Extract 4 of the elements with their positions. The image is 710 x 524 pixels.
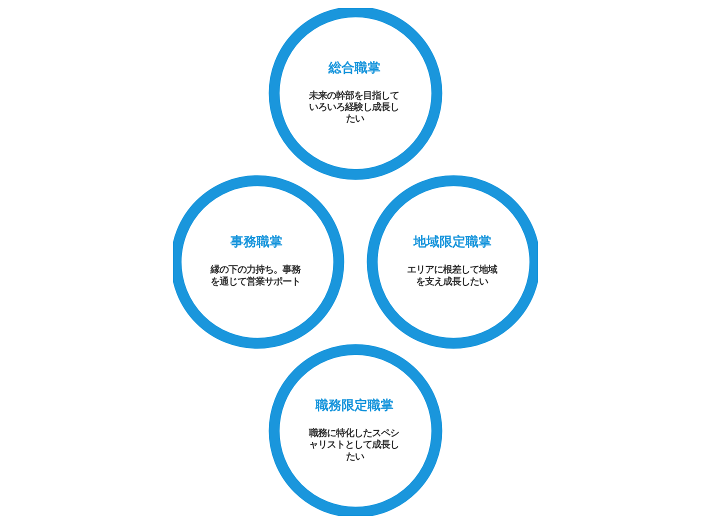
node-circle: 総合職掌 未来の幹部を目指していろいろ経験し成長したい: [268, 8, 442, 180]
node-circle: 地域限定職掌 エリアに根差して地域を支え成長したい: [366, 175, 538, 349]
node-circle: 職務限定職掌 職務に特化したスペシャリストとして成長したい: [268, 344, 442, 516]
node-circle: 事務職掌 縁の下の力持ち。事務を通じて営業サポート: [172, 175, 344, 349]
